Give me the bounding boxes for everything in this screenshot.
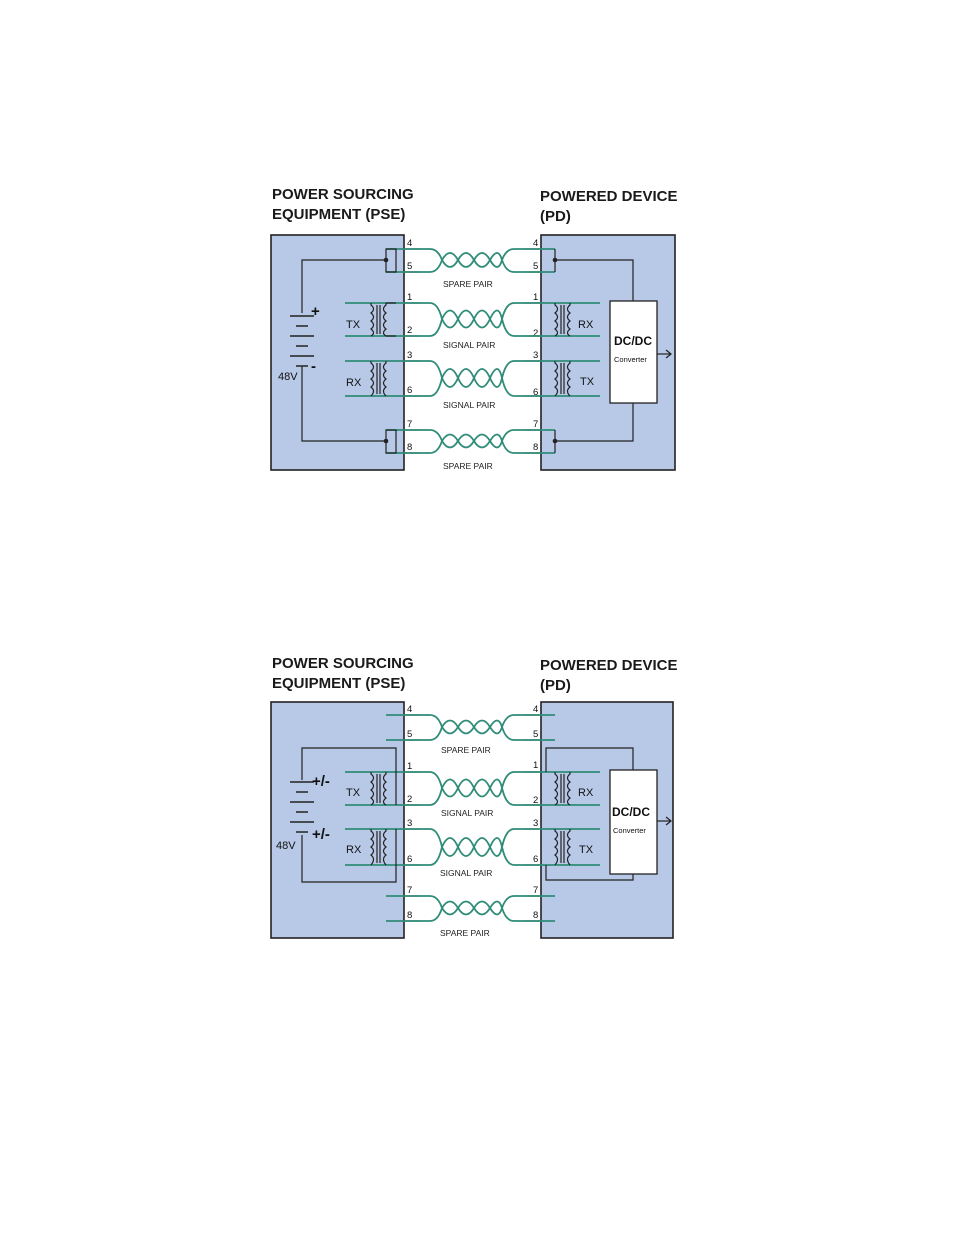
converter-title: DC/DC bbox=[612, 805, 650, 819]
voltage-label: 48V bbox=[278, 371, 298, 383]
converter-title: DC/DC bbox=[614, 334, 652, 348]
pair-label: SIGNAL PAIR bbox=[443, 400, 495, 410]
pse-transformer-label: RX bbox=[346, 377, 362, 389]
pair-label: SPARE PAIR bbox=[441, 745, 491, 755]
pse-title-line-1: POWER SOURCING bbox=[272, 186, 414, 203]
pin-label: 4 bbox=[533, 238, 538, 249]
pse-power-wiring bbox=[301, 747, 397, 883]
poe-diagram-1-svg: POWER SOURCING EQUIPMENT (PSE) POWERED D… bbox=[270, 186, 678, 471]
pse-box bbox=[270, 234, 405, 471]
pin-label: 3 bbox=[407, 818, 412, 829]
voltage-label: 48V bbox=[276, 840, 296, 852]
converter-subtitle: Converter bbox=[614, 355, 647, 364]
battery-minus-label: - bbox=[311, 358, 316, 375]
pin-label: 6 bbox=[407, 385, 412, 396]
pin-label: 3 bbox=[533, 818, 538, 829]
dc-dc-converter-box bbox=[609, 769, 658, 875]
pse-box bbox=[270, 701, 405, 939]
pin-label: 7 bbox=[407, 885, 412, 896]
pd-title-line-2: (PD) bbox=[540, 677, 571, 694]
converter-subtitle: Converter bbox=[613, 826, 646, 835]
pin-label: 3 bbox=[407, 350, 412, 361]
pair-label: SPARE PAIR bbox=[443, 279, 493, 289]
pd-pin-labels: 4 5 1 2 3 6 7 8 bbox=[533, 704, 538, 921]
pin-label: 8 bbox=[533, 442, 538, 453]
pin-label: 8 bbox=[407, 910, 412, 921]
pin-label: 7 bbox=[533, 885, 538, 896]
pse-title-line-2: EQUIPMENT (PSE) bbox=[272, 675, 405, 692]
pse-title-line-1: POWER SOURCING bbox=[272, 655, 414, 672]
pd-transformer-label: RX bbox=[578, 787, 594, 799]
pd-transformer-label: RX bbox=[578, 319, 594, 331]
pin-label: 1 bbox=[407, 292, 412, 303]
pin-label: 2 bbox=[533, 795, 538, 806]
battery-plus-label: + bbox=[311, 303, 320, 320]
pin-label: 7 bbox=[533, 419, 538, 430]
pin-label: 2 bbox=[533, 328, 538, 339]
battery-icon bbox=[290, 781, 314, 833]
battery-minus-label: +/- bbox=[312, 826, 330, 843]
pd-title-line-1: POWERED DEVICE bbox=[540, 188, 678, 205]
pse-title-line-2: EQUIPMENT (PSE) bbox=[272, 206, 405, 223]
pd-power-wiring bbox=[554, 249, 634, 453]
transformer-icon bbox=[554, 772, 571, 806]
pd-transformer-label: TX bbox=[580, 376, 595, 388]
transformer-icon bbox=[554, 829, 571, 866]
pin-label: 5 bbox=[407, 261, 412, 272]
pd-transformer-label: TX bbox=[579, 844, 594, 856]
transformer-icon bbox=[370, 772, 387, 806]
poe-diagram-2-svg: POWER SOURCING EQUIPMENT (PSE) POWERED D… bbox=[270, 655, 678, 939]
arrow-right-icon bbox=[657, 816, 672, 826]
pse-transformer-label: TX bbox=[346, 787, 361, 799]
pd-title-line-2: (PD) bbox=[540, 208, 571, 225]
pd-power-wiring bbox=[545, 747, 634, 881]
pin-label: 5 bbox=[407, 729, 412, 740]
transformer-icon bbox=[554, 361, 571, 397]
pin-label: 1 bbox=[533, 760, 538, 771]
pin-label: 6 bbox=[407, 854, 412, 865]
twisted-pair-icon bbox=[345, 248, 600, 454]
pin-label: 2 bbox=[407, 794, 412, 805]
transformer-icon bbox=[370, 302, 396, 337]
dc-dc-converter-box bbox=[609, 300, 658, 404]
pin-label: 1 bbox=[533, 292, 538, 303]
pin-label: 8 bbox=[533, 910, 538, 921]
pse-pin-labels: 4 5 1 2 3 6 7 8 bbox=[407, 238, 412, 453]
pin-label: 8 bbox=[407, 442, 412, 453]
pin-label: 2 bbox=[407, 325, 412, 336]
pin-label: 4 bbox=[407, 704, 412, 715]
pin-label: 4 bbox=[533, 704, 538, 715]
pin-label: 5 bbox=[533, 261, 538, 272]
transformer-icon bbox=[370, 361, 387, 397]
pse-transformer-label: RX bbox=[346, 844, 362, 856]
poe-diagram-signal-pair: POWER SOURCING EQUIPMENT (PSE) POWERED D… bbox=[0, 640, 954, 970]
transformer-icon bbox=[370, 829, 387, 866]
pin-label: 6 bbox=[533, 854, 538, 865]
pin-label: 5 bbox=[533, 729, 538, 740]
pse-pin-labels: 4 5 1 2 3 6 7 8 bbox=[407, 704, 412, 921]
pair-label: SIGNAL PAIR bbox=[440, 868, 492, 878]
pd-pin-labels: 4 5 1 2 3 6 7 8 bbox=[533, 238, 538, 453]
pair-label: SPARE PAIR bbox=[443, 461, 493, 471]
arrow-right-icon bbox=[657, 349, 672, 359]
pin-label: 6 bbox=[533, 387, 538, 398]
pair-label: SIGNAL PAIR bbox=[443, 340, 495, 350]
pse-transformer-label: TX bbox=[346, 319, 361, 331]
twisted-pair-icon bbox=[345, 714, 600, 922]
battery-icon bbox=[290, 315, 314, 367]
pin-label: 4 bbox=[407, 238, 412, 249]
pair-label: SIGNAL PAIR bbox=[441, 808, 493, 818]
pair-label: SPARE PAIR bbox=[440, 928, 490, 938]
transformer-icon bbox=[554, 303, 571, 337]
pin-label: 7 bbox=[407, 419, 412, 430]
pin-label: 3 bbox=[533, 350, 538, 361]
poe-diagram-spare-pair: POWER SOURCING EQUIPMENT (PSE) POWERED D… bbox=[0, 170, 954, 500]
battery-plus-label: +/- bbox=[312, 773, 330, 790]
pd-title-line-1: POWERED DEVICE bbox=[540, 657, 678, 674]
pin-label: 1 bbox=[407, 761, 412, 772]
